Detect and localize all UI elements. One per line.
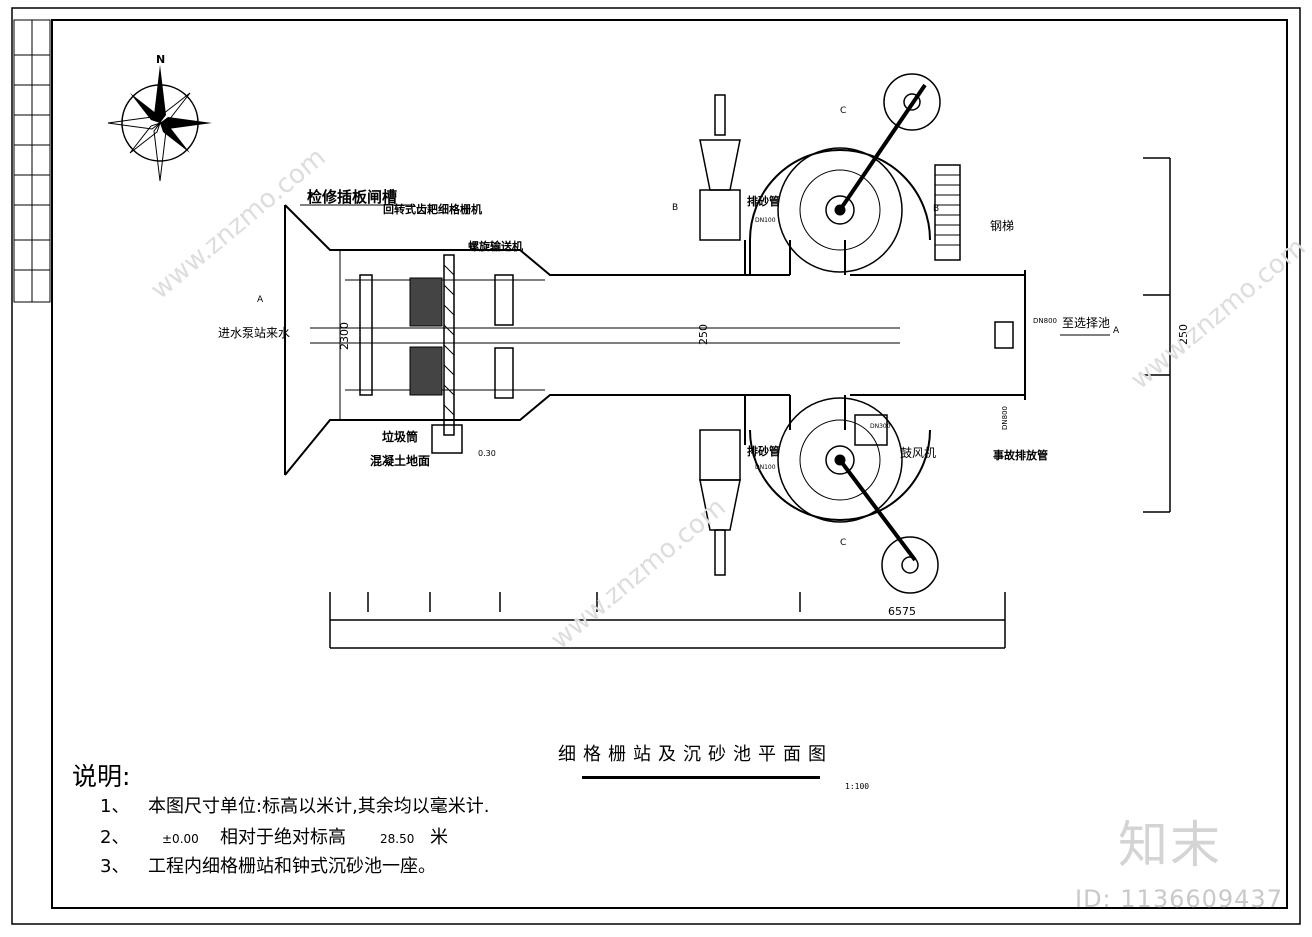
section-b-right: B: [933, 204, 939, 214]
note-2-unit: 米: [430, 827, 448, 848]
dim-2300: 2300: [338, 322, 351, 350]
center-channel: [690, 240, 1026, 430]
label-screw-conveyor: 螺旋输送机: [468, 239, 523, 253]
note-2-relative: 相对于绝对标高: [220, 827, 346, 848]
mixer-lower: [881, 536, 939, 594]
note-1-number: 1、: [100, 796, 130, 817]
title-underline: [582, 776, 820, 779]
label-concrete-ground: 混凝土地面: [370, 453, 430, 468]
note-2-zero: ±0.00: [162, 832, 199, 846]
label-rotary-screen: 回转式齿耙细格栅机: [383, 202, 482, 216]
watermark-id: ID: 1136609437: [1075, 885, 1283, 913]
note-2-elevation: 28.50: [380, 832, 415, 846]
label-maintenance-slot: 检修插板闸槽: [307, 188, 397, 206]
bottom-dimension: [329, 592, 1006, 649]
pipe-dn800-v: DN800: [1001, 406, 1009, 430]
drawing-scale: 1:100: [845, 782, 870, 791]
grit-tank-lower: [749, 397, 931, 562]
cyclone-lower: [699, 429, 741, 576]
fine-screen-upper: [409, 277, 443, 327]
label-to-selection-tank: 至选择池: [1062, 316, 1110, 330]
note-3-text: 工程内细格栅站和钟式沉砂池一座。: [148, 856, 436, 877]
notes-heading: 说明:: [72, 762, 131, 791]
steel-ladder: [934, 164, 961, 261]
blower-box: [854, 414, 888, 446]
dim-250-center: 250: [697, 324, 710, 345]
pipe-dn300: DN300: [870, 423, 891, 430]
note-3: 3、工程内细格栅站和钟式沉砂池一座。: [100, 852, 436, 878]
title-block: [13, 19, 51, 303]
section-c-top: C: [840, 106, 846, 116]
section-a-left: A: [257, 295, 264, 305]
north-label: N: [156, 53, 165, 66]
note-2-number: 2、: [100, 827, 130, 848]
pipe-dn800: DN800: [1033, 317, 1057, 325]
compass-rose: N: [107, 53, 212, 182]
label-sand-pipe-bottom: 排砂管: [747, 444, 780, 458]
label-inlet: 进水泵站来水: [218, 326, 290, 340]
section-c-bottom: C: [840, 538, 846, 548]
mixer-upper: [883, 73, 941, 131]
fine-screen-lower: [409, 346, 443, 396]
grit-tank-upper: [749, 83, 931, 275]
note-1-text: 本图尺寸单位:标高以米计,其余均以毫米计.: [148, 796, 490, 817]
inlet-channel: [284, 204, 746, 476]
label-blower: 鼓风机: [900, 446, 936, 460]
note-1: 1、本图尺寸单位:标高以米计,其余均以毫米计.: [100, 792, 490, 818]
label-steel-ladder: 钢梯: [990, 219, 1014, 233]
drawing-title: 细格栅站及沉砂池平面图: [558, 744, 833, 765]
label-sand-pipe-top: 排砂管: [747, 194, 780, 208]
pipe-dn100-bottom: DN100: [755, 464, 776, 471]
label-emergency-pipe: 事故排放管: [993, 448, 1048, 462]
screw-conveyor: [431, 254, 463, 454]
section-a-right: A: [1113, 326, 1120, 336]
sheet-border: [11, 7, 1301, 925]
watermark-site-2: www.znzmo.com: [1125, 232, 1311, 395]
dim-250-right: 250: [1177, 324, 1190, 345]
watermark-logo: 知末: [1118, 816, 1222, 874]
label-ground-elev: 0.30: [478, 449, 496, 458]
cyclone-upper: [699, 94, 741, 241]
frame-border: [51, 19, 1288, 909]
note-3-number: 3、: [100, 856, 130, 877]
section-b-left: B: [672, 203, 678, 213]
outlet-box: [994, 321, 1014, 349]
right-dimension: [1143, 157, 1171, 513]
watermark-site-3: www.znzmo.com: [545, 492, 731, 655]
pipe-dn100-top: DN100: [755, 217, 776, 224]
label-garbage-bin: 垃圾筒: [382, 429, 418, 444]
dim-6575: 6575: [888, 605, 916, 618]
note-2: 2、 ±0.00 相对于绝对标高 28.50 米: [100, 823, 448, 849]
